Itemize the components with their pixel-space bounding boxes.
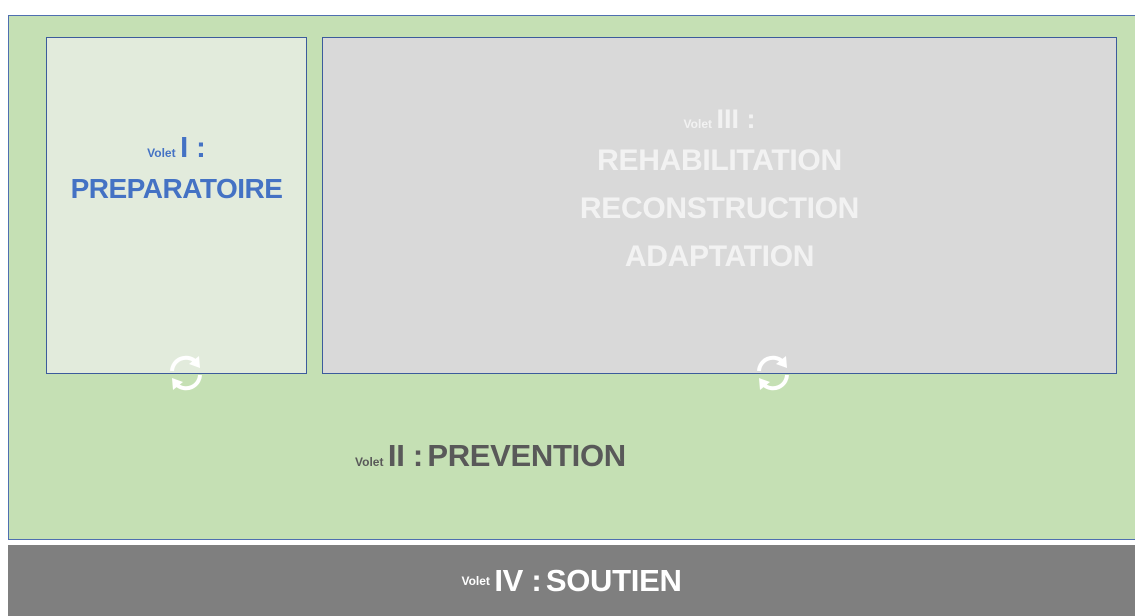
volet-1-number: I : bbox=[180, 132, 206, 164]
volet-3-number: III : bbox=[716, 104, 756, 134]
volet-3-word: Volet bbox=[683, 117, 712, 131]
volet-3-title-rehabilitation: REHABILITATION bbox=[597, 144, 842, 177]
cycle-refresh-icon bbox=[170, 355, 202, 391]
volet-4-word: Volet bbox=[461, 573, 490, 588]
volet-soutien-band: Volet IV : SOUTIEN bbox=[8, 545, 1135, 616]
volet-2-title: PREVENTION bbox=[427, 438, 626, 473]
volet-3-title-reconstruction: RECONSTRUCTION bbox=[579, 192, 860, 225]
volet-4-title: SOUTIEN bbox=[545, 562, 682, 598]
volet-3-titles: REHABILITATION RECONSTRUCTION ADAPTATION bbox=[580, 137, 859, 281]
volet-1-heading: Volet I : bbox=[147, 134, 206, 163]
volet-2-heading: Volet II : PREVENTION bbox=[355, 438, 626, 474]
volet-1-word: Volet bbox=[147, 146, 176, 160]
volet-preparatoire-box: Volet I : PREPARATOIRE bbox=[46, 37, 307, 374]
volet-3-heading: Volet III : bbox=[684, 106, 756, 133]
volet-2-number: II : bbox=[387, 438, 423, 473]
cycle-refresh-icon bbox=[757, 355, 789, 391]
volet-2-word: Volet bbox=[355, 455, 384, 469]
volet-4-number: IV : bbox=[494, 562, 542, 598]
volet-rehabilitation-box: Volet III : REHABILITATION RECONSTRUCTIO… bbox=[322, 37, 1117, 374]
volet-1-title: PREPARATOIRE bbox=[70, 173, 283, 204]
volet-3-title-adaptation: ADAPTATION bbox=[624, 240, 815, 273]
